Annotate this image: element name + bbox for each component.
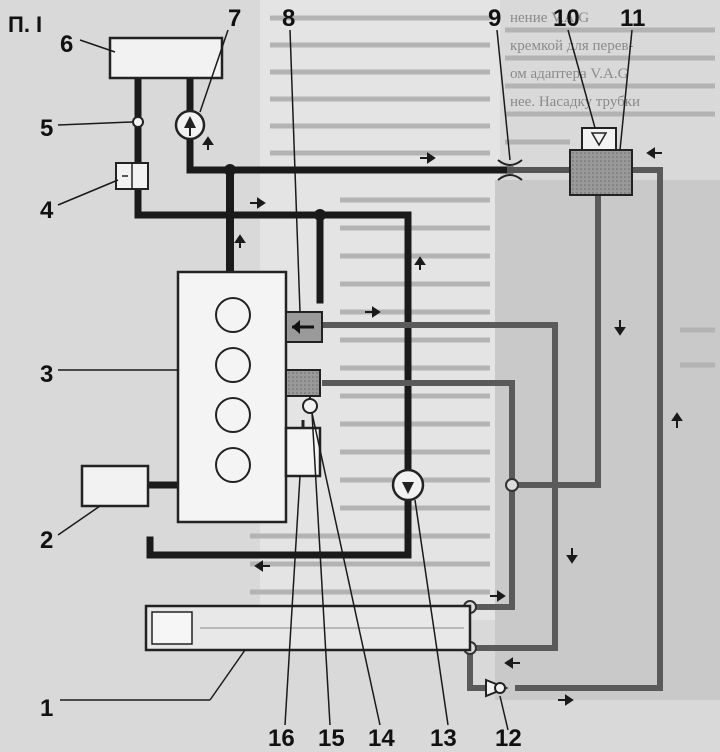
shutoff-valve-4 — [115, 162, 149, 190]
bg-text-line-4: ом адаптера V.A.G — [510, 66, 629, 82]
callout-3: 3 — [40, 361, 53, 388]
callout-9: 9 — [488, 5, 501, 32]
leader-lines — [57, 29, 633, 731]
thermostat-housing — [285, 369, 321, 397]
heater-core-2 — [80, 464, 150, 508]
radiator-pipes — [322, 167, 663, 691]
callout-2: 2 — [40, 527, 53, 554]
figure-label: П. I — [8, 12, 42, 37]
callout-10: 10 — [553, 5, 580, 32]
callout-14: 14 — [368, 725, 395, 752]
callout-7: 7 — [228, 5, 241, 32]
expansion-tank — [108, 36, 224, 80]
coolant-pump-14 — [391, 468, 425, 502]
pipe-valve-to-check-valve — [515, 167, 663, 691]
temperature-sender-15 — [302, 398, 318, 414]
callout-11: 11 — [620, 5, 645, 32]
callout-13: 13 — [430, 725, 457, 752]
pipe-radiator-to-valve — [512, 195, 601, 488]
bg-text-line-5: нее. Насадку трубки — [510, 94, 640, 110]
callout-1: 1 — [40, 695, 53, 722]
radiator-1 — [144, 604, 472, 652]
bg-text-line-2: нение V.A.G — [510, 10, 589, 26]
control-unit-10 — [581, 127, 617, 151]
callout-5: 5 — [40, 115, 53, 142]
callout-6: 6 — [60, 31, 73, 58]
pump-8 — [285, 311, 323, 343]
coolant-pump-7 — [174, 109, 206, 141]
temperature-sensor-5 — [132, 116, 144, 128]
callout-16: 16 — [268, 725, 295, 752]
faded-text-lines — [250, 15, 715, 595]
flow-arrows — [202, 136, 683, 706]
pipe-pump7-to-throttle — [186, 134, 514, 174]
callout-4: 4 — [40, 197, 54, 224]
engine-block-3 — [176, 270, 288, 524]
pipe-pump14-return — [146, 496, 412, 559]
throttle-restrictor-9 — [497, 159, 523, 181]
pipe-thermostat-to-radiator-feed — [322, 380, 515, 610]
check-valve-12 — [485, 678, 509, 698]
valve-block-11 — [569, 149, 633, 196]
callout-12: 12 — [495, 725, 522, 752]
callout-8: 8 — [282, 5, 295, 32]
callout-labels: 1 2 3 4 5 6 7 8 9 10 11 12 13 14 15 16 — [40, 5, 645, 752]
junction-dots — [224, 164, 326, 221]
pipe-lower-return — [467, 648, 490, 691]
callout-15: 15 — [318, 725, 345, 752]
